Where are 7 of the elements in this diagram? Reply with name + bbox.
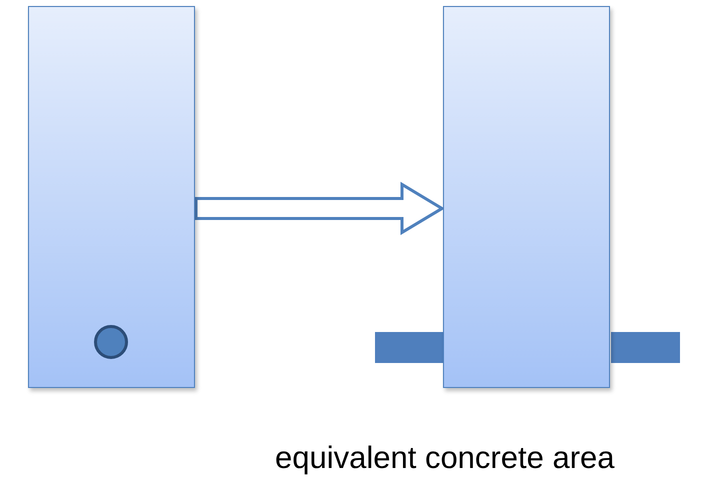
arrow <box>194 182 445 236</box>
rebar-circle <box>94 325 128 359</box>
caption-text: equivalent concrete area <box>275 440 615 476</box>
flange-bar <box>375 332 443 363</box>
flange-bar <box>611 332 680 363</box>
section-box <box>443 6 610 388</box>
section-box <box>28 6 195 388</box>
